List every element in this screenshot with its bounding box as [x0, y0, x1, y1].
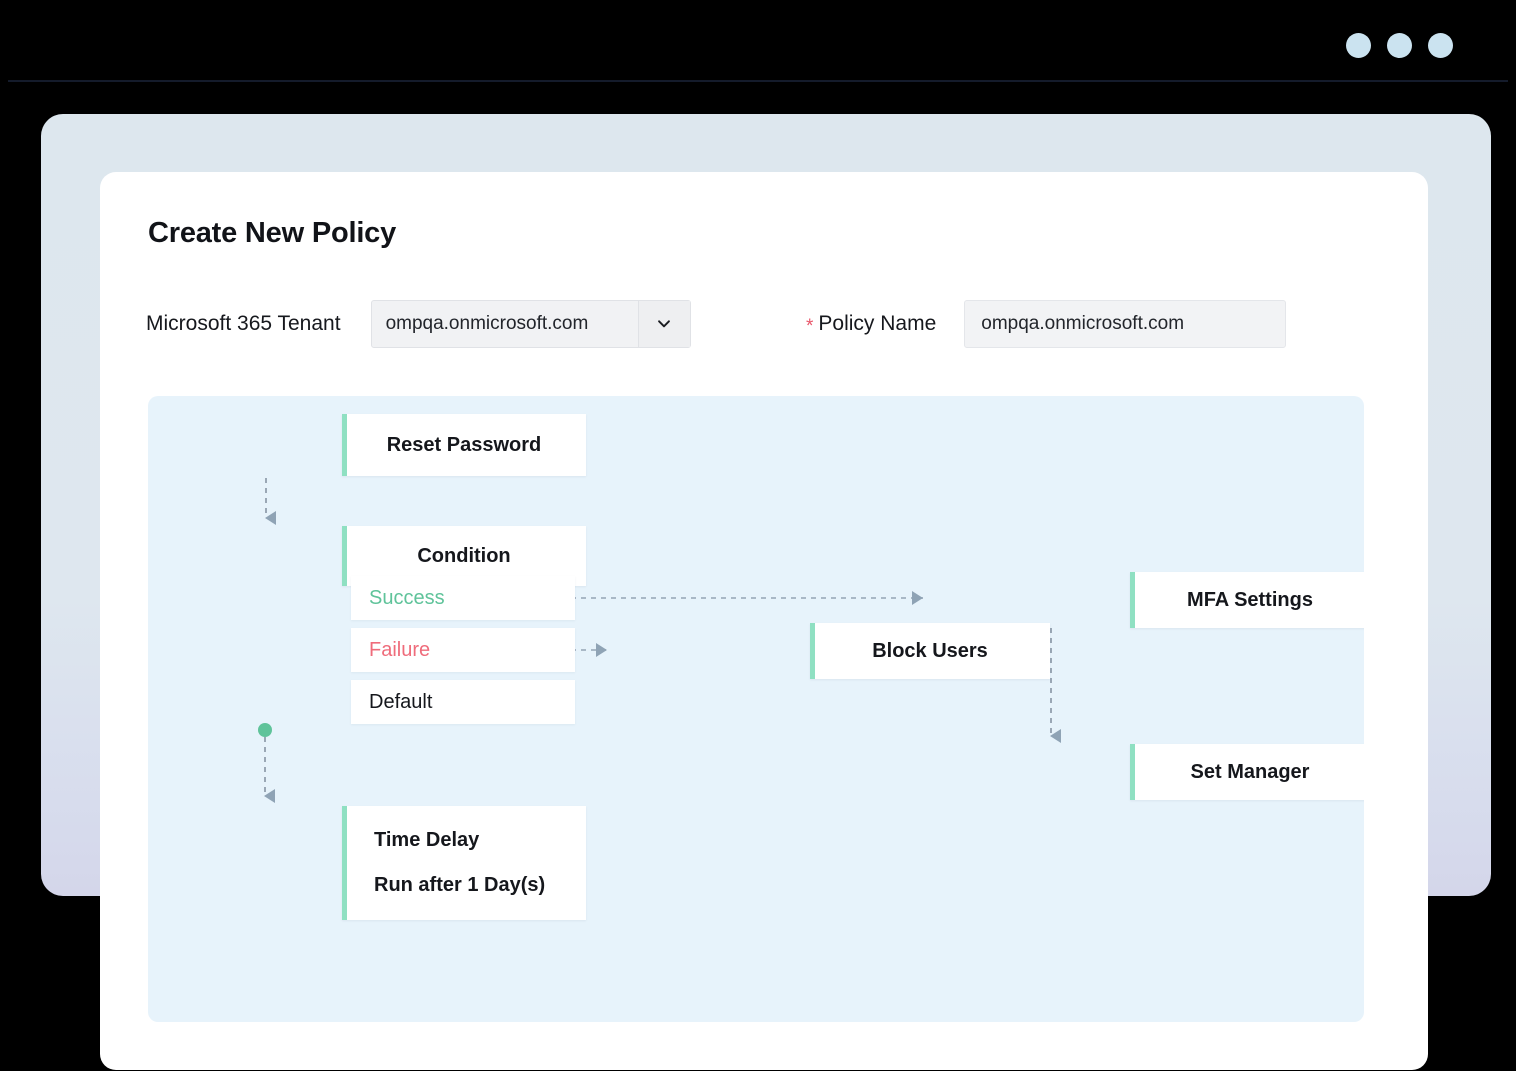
chevron-down-icon	[658, 320, 670, 328]
flow-node-label: Reset Password	[386, 433, 542, 456]
flow-node-label: Block Users	[872, 639, 988, 662]
browser-window: Create New Policy Microsoft 365 Tenant o…	[8, 6, 1508, 1070]
minimize-button[interactable]	[1346, 33, 1371, 58]
flow-connectors	[258, 478, 1061, 803]
time-delay-subtitle: Run after 1 Day(s)	[374, 874, 546, 896]
policy-form-card: Create New Policy Microsoft 365 Tenant o…	[100, 172, 1428, 1070]
tenant-select[interactable]: ompqa.onmicrosoft.com	[370, 300, 691, 348]
policy-name-label: Policy Name	[818, 312, 937, 335]
default-connector-dot	[258, 723, 272, 737]
policy-name-input[interactable]: ompqa.onmicrosoft.com	[964, 300, 1287, 348]
tenant-label: Microsoft 365 Tenant	[146, 312, 341, 335]
maximize-button[interactable]	[1387, 33, 1412, 58]
page-title: Create New Policy	[148, 217, 397, 249]
policy-name-value: ompqa.onmicrosoft.com	[981, 313, 1185, 334]
window-titlebar	[8, 6, 1508, 82]
policy-form-row: Microsoft 365 Tenant ompqa.onmicrosoft.c…	[146, 300, 1386, 348]
close-button[interactable]	[1428, 33, 1453, 58]
flow-node-label: Condition	[417, 544, 511, 567]
required-marker: *	[806, 315, 814, 337]
flow-node-label: Set Manager	[1190, 760, 1310, 783]
flow-branch-default[interactable]: Default	[351, 680, 575, 724]
time-delay-title: Time Delay	[374, 829, 480, 851]
policy-name-field-group: * Policy Name ompqa.onmicrosoft.com	[806, 300, 1287, 348]
window-controls	[1346, 33, 1453, 58]
flow-node-set-manager[interactable]: Set Manager	[1130, 744, 1364, 800]
flow-node-reset-password[interactable]: Reset Password	[342, 414, 586, 476]
tenant-field-group: Microsoft 365 Tenant ompqa.onmicrosoft.c…	[146, 300, 691, 348]
flow-branch-label: Default	[369, 690, 433, 713]
flow-branch-success[interactable]: Success	[351, 576, 575, 620]
flow-node-label: MFA Settings	[1187, 588, 1313, 611]
flow-node-mfa-settings[interactable]: MFA Settings	[1130, 572, 1364, 628]
tenant-dropdown-toggle[interactable]	[637, 301, 690, 347]
flow-node-block-users[interactable]: Block Users	[810, 623, 1050, 679]
flow-branch-label: Success	[369, 586, 445, 609]
tenant-selected-value: ompqa.onmicrosoft.com	[385, 313, 589, 334]
policy-flow-canvas[interactable]: Reset Password Condition Success Failure…	[148, 396, 1364, 1022]
flow-branch-failure[interactable]: Failure	[351, 628, 575, 672]
flow-branch-label: Failure	[369, 638, 431, 661]
flow-node-time-delay[interactable]: Time Delay Run after 1 Day(s)	[342, 806, 586, 920]
